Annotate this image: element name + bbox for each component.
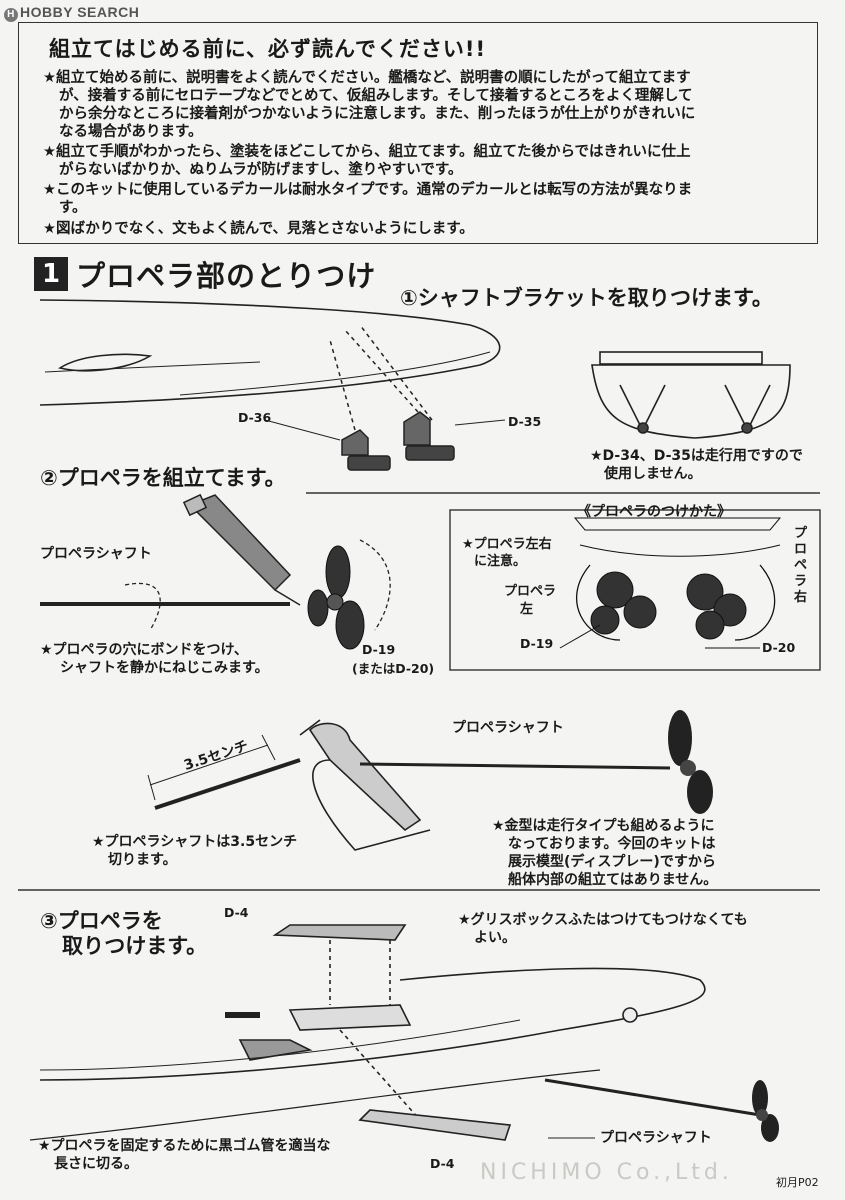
propeller-shaft-label-2: プロペラシャフト — [452, 720, 564, 736]
propeller-left-label: プロペラ — [504, 584, 557, 599]
propeller-assembled-drawing — [668, 710, 713, 814]
mold-note-line: 展示模型(ディスプレー)ですから — [508, 854, 716, 870]
notice-title: 組立てはじめる前に、必ず読んでください!! — [49, 37, 487, 61]
propeller-right-label: プロペラ右 — [794, 526, 808, 605]
notice-line: から余分なところに接着剤がつかないように注意します。また、削ったほうが仕上がりが… — [59, 106, 696, 122]
part-label-d20-alt: (またはD-20) — [352, 661, 435, 676]
sub-step-3-title: ③プロペラを — [40, 909, 163, 933]
step-title: プロペラ部のとりつけ — [76, 259, 377, 293]
propeller-shaft-label: プロペラシャフト — [40, 546, 152, 562]
part-label-d35: D-35 — [508, 414, 542, 429]
propeller-shaft-label-3: プロペラシャフト — [600, 1130, 712, 1146]
sub-step-1-title: ①シャフトブラケットを取りつけます。 — [400, 286, 773, 310]
sub-step-3-title: 取りつけます。 — [62, 934, 208, 958]
propeller-sub3-drawing — [752, 1080, 779, 1142]
propeller-howto-drawing — [559, 517, 782, 649]
rubber-note-line: ★プロペラを固定するために黒ゴム管を適当な — [38, 1138, 331, 1154]
grease-note-line: よい。 — [474, 930, 516, 946]
d34-note-line: 使用しません。 — [604, 466, 702, 482]
step-number: 1 — [34, 257, 68, 291]
hull-bow-drawing — [39, 299, 501, 406]
part-label-d20: D-20 — [762, 640, 796, 655]
logo-mark-icon: H — [4, 8, 18, 22]
notice-line: が、接着する前にセロテープなどでとめて、仮組みします。そして接着するところをよく… — [59, 88, 693, 104]
sub-step-2-title: ②プロペラを組立てます。 — [40, 466, 286, 490]
shaft-bracket-parts — [264, 324, 506, 471]
rubber-note-line: 長さに切る。 — [54, 1156, 138, 1172]
propeller-howto-title: 《プロペラのつけかた》 — [577, 504, 731, 520]
notice-box: 組立てはじめる前に、必ず読んでください!! ★組立て始める前に、説明書をよく読ん… — [18, 22, 818, 244]
lr-note-line: ★プロペラ左右 — [462, 537, 552, 552]
part-label-d4-top: D-4 — [224, 905, 249, 920]
mold-note-line: 船体内部の組立てはありません。 — [508, 872, 718, 888]
propeller-shaft-assembled — [359, 762, 671, 770]
notice-line: ★このキットに使用しているデカールは耐水タイプです。通常のデカールとは転写の方法… — [43, 182, 693, 198]
bond-note-line: ★プロペラの穴にボンドをつけ、 — [40, 642, 248, 658]
notice-line: なる場合があります。 — [59, 124, 203, 140]
mold-note-line: なっております。今回のキットは — [508, 836, 716, 852]
glue-tube-drawing — [182, 493, 301, 606]
bond-note-line: シャフトを静かにねじこみます。 — [60, 660, 269, 676]
grease-note-line: ★グリスボックスふたはつけてもつけなくても — [458, 912, 748, 928]
propeller-d19-drawing — [307, 545, 365, 650]
cut-note-line: 切ります。 — [108, 852, 177, 868]
notice-line: す。 — [59, 200, 87, 216]
nichimo-watermark: NICHIMO Co.,Ltd. — [480, 1160, 733, 1185]
part-label-d4-bottom: D-4 — [430, 1156, 455, 1171]
notice-line: がらないばかりか、ぬりムラが防げますし、塗りやすいです。 — [59, 162, 463, 178]
lr-note-line: に注意。 — [474, 554, 527, 569]
part-label-d36: D-36 — [238, 410, 272, 425]
cut-note-line: ★プロペラシャフトは3.5センチ — [92, 834, 298, 850]
part-label-d19b: D-19 — [520, 636, 554, 651]
length-dimension — [147, 734, 276, 801]
propeller-left-label: 左 — [520, 602, 534, 617]
stern-view-drawing — [591, 351, 791, 439]
nipper-drawing — [154, 719, 431, 851]
propeller-howto-box — [449, 509, 821, 671]
mold-note-line: ★金型は走行タイプも組めるように — [492, 818, 715, 834]
part-label-d19: D-19 — [362, 642, 396, 657]
notice-line: ★組立て手順がわかったら、塗装をほどこしてから、組立てます。組立てた後からではき… — [43, 144, 691, 160]
notice-line: ★図ばかりでなく、文もよく読んで、見落とさないようにします。 — [43, 221, 474, 237]
notice-line: ★組立て始める前に、説明書をよく読んでください。艦橋など、説明書の順にしたがって… — [43, 70, 691, 86]
propeller-mount-drawing — [29, 924, 761, 1141]
page-code: 初月P02 — [776, 1176, 819, 1189]
d34-note-line: ★D-34、D-35は走行用ですので — [590, 448, 803, 464]
